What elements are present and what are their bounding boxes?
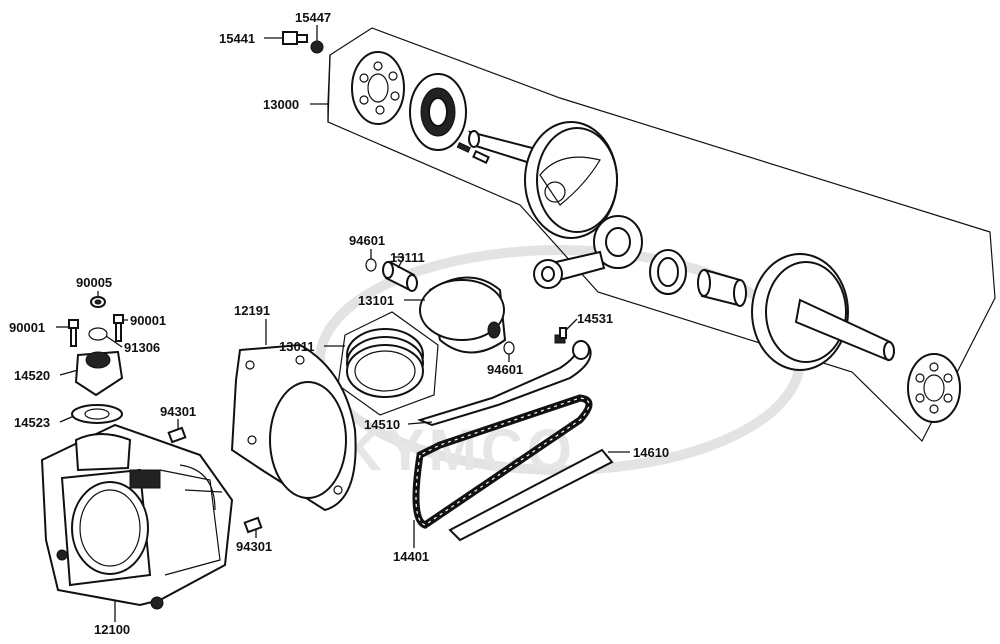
needle-bearing[interactable]	[649, 249, 687, 295]
crank-bearing-left[interactable]	[351, 51, 405, 125]
piston-pin-clip-lower[interactable]	[503, 341, 515, 355]
label-15447[interactable]: 15447	[295, 10, 331, 25]
leader-lines	[56, 25, 630, 622]
crankshaft-assembly-frame	[327, 27, 996, 443]
cylinder-block[interactable]	[40, 423, 234, 610]
tensioner-bolt-14531[interactable]	[554, 327, 567, 344]
label-94301-lower[interactable]: 94301	[236, 539, 272, 554]
crank-pin[interactable]	[697, 268, 747, 307]
label-13111[interactable]: 13111	[390, 250, 425, 265]
crank-bearing-right[interactable]	[907, 353, 961, 423]
label-12191[interactable]: 12191	[234, 303, 270, 318]
chain-guide[interactable]	[448, 448, 614, 542]
o-ring-91306[interactable]	[88, 327, 108, 341]
label-94601-upper[interactable]: 94601	[349, 233, 385, 248]
piston-pin-clip-upper[interactable]	[365, 258, 377, 272]
label-14401[interactable]: 14401	[393, 549, 429, 564]
label-90001-left[interactable]: 90001	[9, 320, 45, 335]
chain-tensioner-arm[interactable]	[417, 340, 592, 427]
cam-chain[interactable]	[412, 394, 593, 529]
bolt-90001-left[interactable]	[68, 319, 79, 347]
woodruff-key[interactable]	[456, 141, 471, 153]
label-94601-lower[interactable]: 94601	[487, 362, 523, 377]
label-13011[interactable]: 13011	[279, 339, 314, 354]
label-90001-right[interactable]: 90001	[130, 313, 166, 328]
label-13101[interactable]: 13101	[358, 293, 394, 308]
label-91306[interactable]: 91306	[124, 340, 160, 355]
label-14510[interactable]: 14510	[364, 417, 400, 432]
piston-pin[interactable]	[382, 260, 418, 292]
tensioner-lifter-14520[interactable]	[74, 350, 124, 397]
dowel-pin-94301-upper[interactable]	[167, 426, 187, 444]
oil-seal[interactable]	[409, 73, 467, 151]
piston-ring-set[interactable]	[346, 328, 424, 398]
label-14610[interactable]: 14610	[633, 445, 669, 460]
sealing-washer-90005[interactable]	[90, 296, 106, 308]
label-15441[interactable]: 15441	[219, 31, 255, 46]
label-94301-upper[interactable]: 94301	[160, 404, 196, 419]
key-pin[interactable]	[472, 149, 490, 165]
label-13000[interactable]: 13000	[263, 97, 299, 112]
bolt-15441[interactable]	[282, 31, 308, 45]
dowel-pin-94301-lower[interactable]	[243, 516, 263, 534]
label-14523[interactable]: 14523	[14, 415, 50, 430]
bolt-90001-right[interactable]	[113, 314, 124, 342]
label-14531[interactable]: 14531	[577, 311, 613, 326]
connecting-rod[interactable]	[533, 215, 643, 289]
cylinder-gasket[interactable]	[230, 343, 357, 512]
label-14520[interactable]: 14520	[14, 368, 50, 383]
tensioner-gasket-14523[interactable]	[71, 404, 123, 424]
label-90005[interactable]: 90005	[76, 275, 112, 290]
part-labels: 15441 15447 13000 94601 13111 13101 1301…	[9, 10, 669, 637]
label-12100[interactable]: 12100	[94, 622, 130, 637]
nut-15447[interactable]	[310, 40, 324, 54]
crankshaft-right-half[interactable]	[751, 253, 895, 371]
piston[interactable]	[419, 276, 507, 354]
crankshaft-left-half[interactable]	[468, 121, 618, 239]
